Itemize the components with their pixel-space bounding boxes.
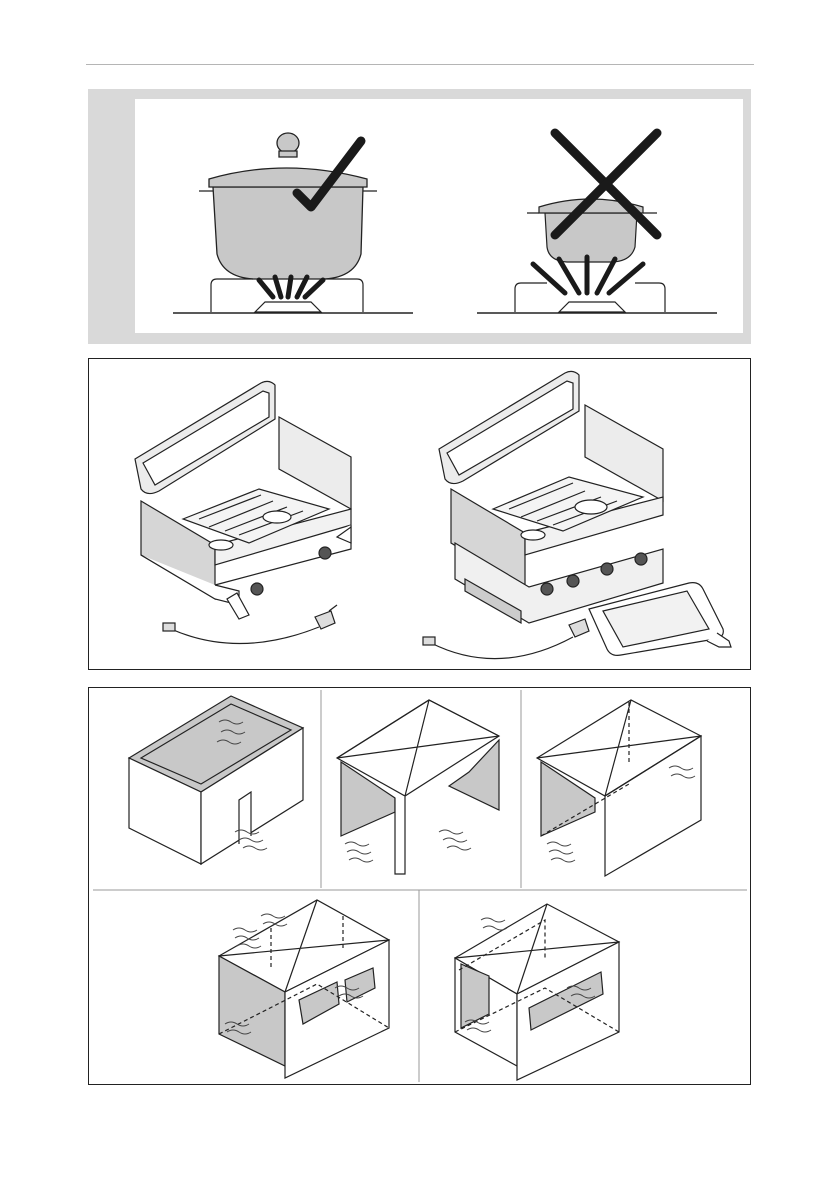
flames (259, 277, 323, 297)
gas-hose-icon (423, 619, 589, 659)
closed-room-icon (129, 696, 303, 864)
open-gazebo-icon (337, 700, 499, 874)
pot-size-figure (88, 89, 751, 344)
ventilation-figure (88, 687, 751, 1085)
airflow-icon (345, 830, 471, 862)
burner-flame-icon (173, 279, 413, 313)
flames (533, 257, 643, 293)
gazebo-roof-vents-icon (219, 900, 389, 1078)
pot-size-panel (135, 99, 743, 333)
gas-hose-icon (163, 605, 337, 644)
gazebo-one-side-open-icon (537, 700, 701, 876)
camping-stove-icon (135, 381, 351, 619)
camping-stove-with-oven-icon (439, 371, 663, 623)
burner-flame-icon (477, 283, 717, 313)
pot-too-small-icon (527, 199, 657, 262)
header-rule (86, 64, 754, 65)
stoves-figure (88, 358, 751, 670)
gazebo-side-window-icon (455, 904, 619, 1080)
